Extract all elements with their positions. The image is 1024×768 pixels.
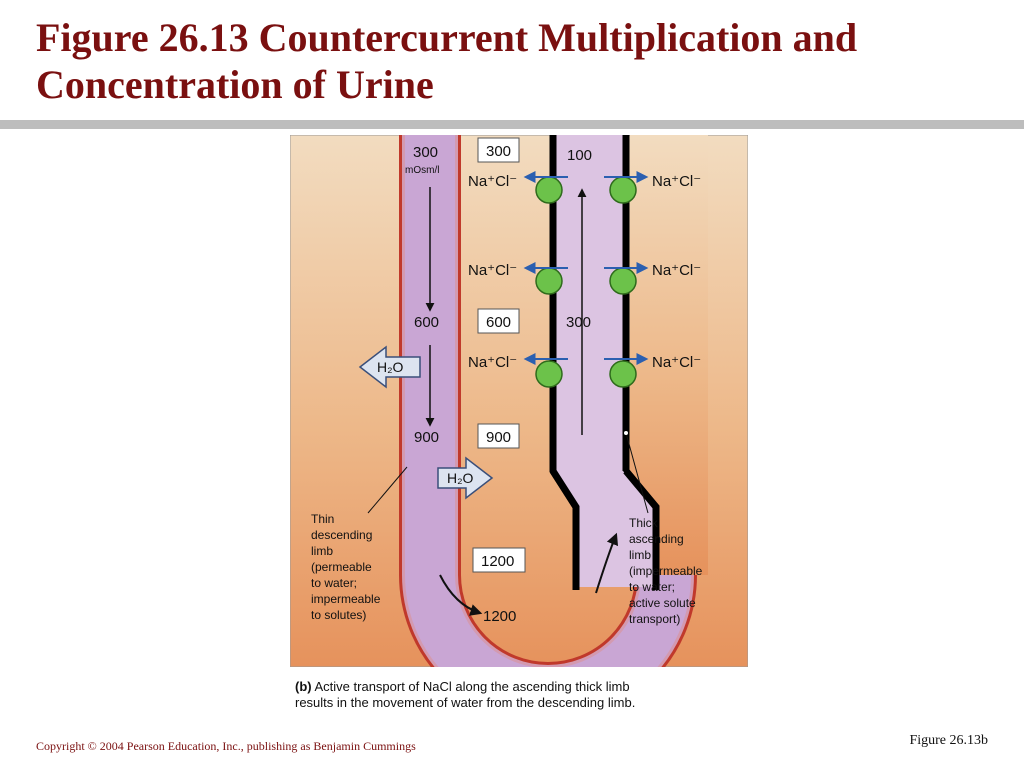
svg-text:1200: 1200 <box>481 553 514 570</box>
thick-limb-leader <box>625 432 649 514</box>
descending-concentration-low: 900 <box>414 429 439 446</box>
loop-bottom-concentration: 1200 <box>483 608 516 625</box>
caption-prefix: (b) <box>295 679 312 694</box>
ion-label: Na⁺Cl⁻ <box>468 173 517 190</box>
svg-text:300: 300 <box>486 143 511 160</box>
units-label: mOsm/l <box>405 165 439 176</box>
ion-label: Na⁺Cl⁻ <box>468 262 517 279</box>
loop-flow-arrow <box>439 574 483 616</box>
figure-caption: (b) Active transport of NaCl along the a… <box>295 679 655 711</box>
title-divider <box>0 120 1024 129</box>
interstitial-value-mid: 600 <box>477 308 520 334</box>
pump-icon <box>535 360 563 388</box>
loop-flow-arrow <box>595 532 619 594</box>
water-label: H₂O <box>377 359 404 375</box>
pump-icon <box>609 176 637 204</box>
thin-limb-leader <box>367 466 408 514</box>
water-arrow-icon <box>437 456 494 500</box>
ion-label: Na⁺Cl⁻ <box>652 173 701 190</box>
water-arrow-lower: H₂O <box>437 456 494 500</box>
ion-pumps: Na⁺Cl⁻ Na⁺Cl⁻ Na⁺Cl⁻ Na⁺Cl⁻ Na⁺Cl⁻ Na⁺Cl… <box>468 171 701 388</box>
pump-icon <box>609 360 637 388</box>
ascending-concentration-mid: 300 <box>566 314 591 331</box>
interstitial-value-bottom: 1200 <box>472 547 526 573</box>
pump-icon <box>535 176 563 204</box>
svg-text:600: 600 <box>486 314 511 331</box>
slide-title: Figure 26.13 Countercurrent Multiplicati… <box>36 15 858 107</box>
ascending-concentration-top: 100 <box>567 147 592 164</box>
water-arrow-icon <box>358 345 421 389</box>
thin-limb-label: Thin descending limb (permeable to water… <box>311 512 384 622</box>
svg-text:900: 900 <box>486 429 511 446</box>
caption-text: Active transport of NaCl along the ascen… <box>295 679 636 710</box>
descending-concentration-mid: 600 <box>414 314 439 331</box>
water-label: H₂O <box>447 470 474 486</box>
copyright-notice: Copyright © 2004 Pearson Education, Inc.… <box>36 739 416 753</box>
interstitial-value-top: 300 <box>477 137 520 163</box>
pump-icon <box>535 267 563 295</box>
countercurrent-diagram: Na⁺Cl⁻ Na⁺Cl⁻ Na⁺Cl⁻ Na⁺Cl⁻ Na⁺Cl⁻ Na⁺Cl… <box>290 135 748 667</box>
pump-icon <box>609 267 637 295</box>
ion-label: Na⁺Cl⁻ <box>652 262 701 279</box>
ion-label: Na⁺Cl⁻ <box>652 354 701 371</box>
ion-label: Na⁺Cl⁻ <box>468 354 517 371</box>
water-arrow-upper: H₂O <box>358 345 421 389</box>
interstitial-value-low: 900 <box>477 423 520 449</box>
thick-limb-label: Thick ascending limb (impermeable to wat… <box>629 516 706 626</box>
descending-concentration-top: 300 <box>413 144 438 161</box>
figure-reference: Figure 26.13b <box>909 733 988 748</box>
